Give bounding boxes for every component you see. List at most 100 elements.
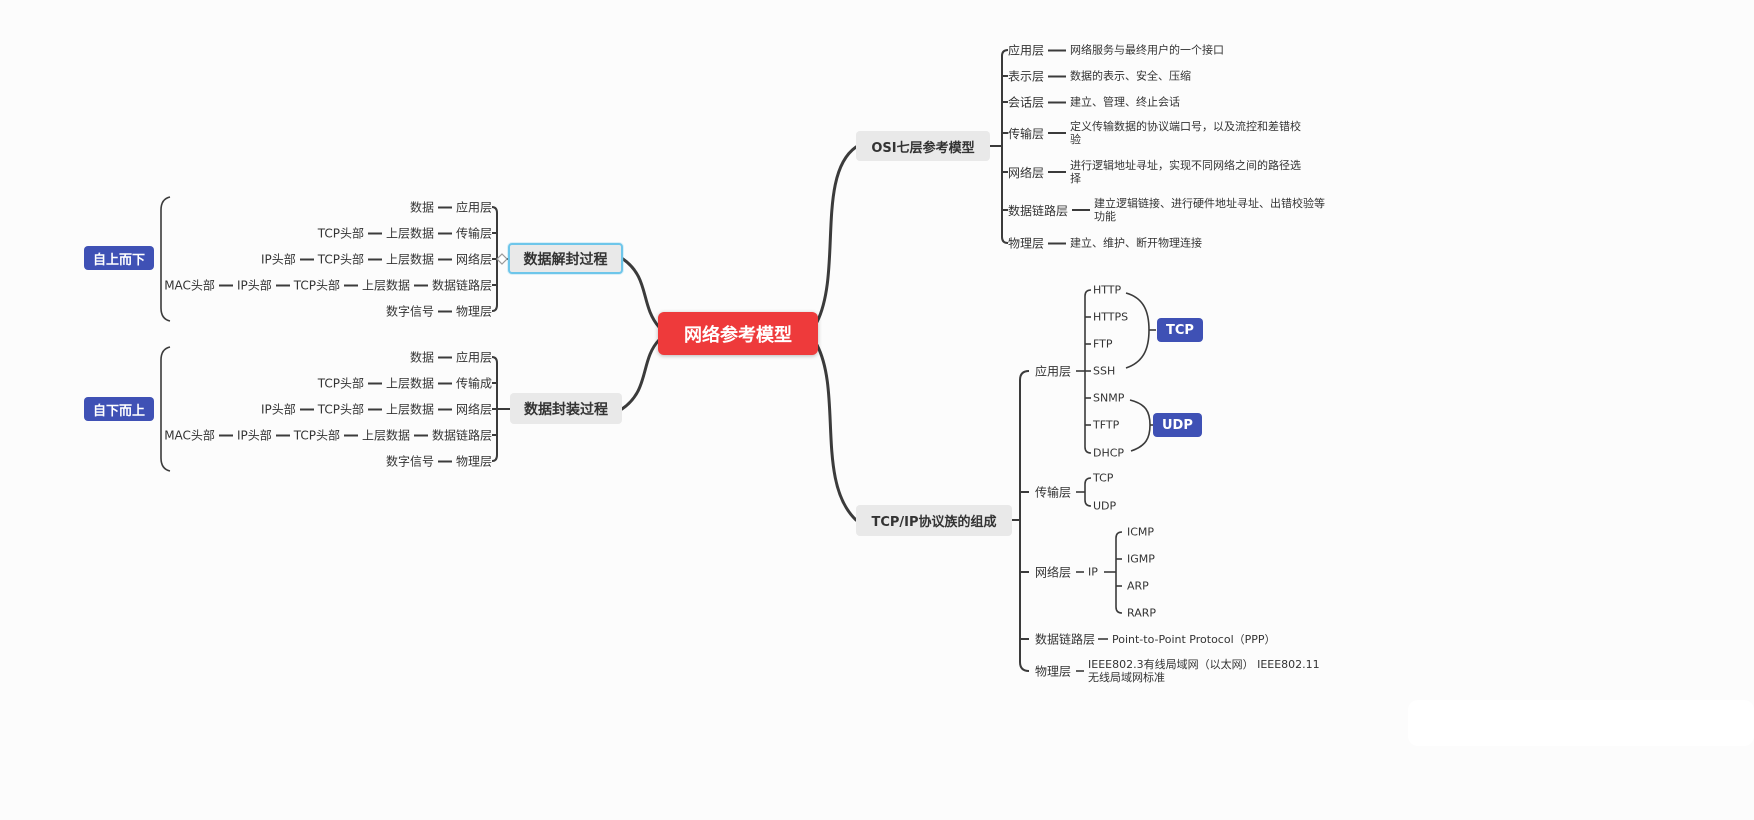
encap-cell[interactable]: 数字信号 [385,454,434,469]
encap-cell[interactable]: TCP头部 [317,402,364,417]
protocol-item[interactable]: DHCP [1093,446,1125,460]
tcpip-app-layer[interactable]: 应用层 [1035,364,1072,379]
udp-badge[interactable]: UDP [1153,413,1202,437]
protocol-item[interactable]: SSH [1093,364,1116,378]
encap-cell[interactable]: IP头部 [260,402,296,417]
connector-line [437,408,452,410]
encap-cell[interactable]: TCP头部 [317,376,364,391]
encap-cell[interactable]: 物理层 [455,454,492,469]
osi-desc[interactable]: 网络服务与最终用户的一个接口 [1070,43,1225,57]
tcpip-datalink-layer[interactable]: 数据链路层 [1035,632,1096,647]
branch-encapsulation[interactable]: 数据封装过程 [510,393,622,424]
encap-cell[interactable]: MAC头部 [164,428,215,443]
osi-desc[interactable]: 数据的表示、安全、压缩 [1070,69,1192,83]
connector-line [275,284,290,286]
decap-cell[interactable]: 上层数据 [385,252,434,267]
osi-bracket [990,49,1009,244]
osi-layer[interactable]: 传输层 [1008,126,1045,141]
decap-cell[interactable]: TCP头部 [317,226,364,241]
decap-direction-badge[interactable]: 自上而下 [84,246,155,270]
protocol-item[interactable]: ICMP [1127,525,1155,539]
osi-row: 应用层 网络服务与最终用户的一个接口 [1008,42,1224,59]
osi-layer[interactable]: 数据链路层 [1008,203,1069,218]
branch-tcpip[interactable]: TCP/IP协议族的组成 [856,505,1012,536]
osi-layer[interactable]: 网络层 [1008,165,1045,180]
decap-row: 数字信号 物理层 [386,303,492,320]
osi-layer[interactable]: 表示层 [1008,69,1045,84]
root-topic[interactable]: 网络参考模型 [658,312,818,355]
encap-cell[interactable]: TCP头部 [293,428,340,443]
decap-cell[interactable]: 传输层 [455,226,492,241]
datalink-desc[interactable]: Point-to-Point Protocol（PPP） [1112,633,1276,646]
protocol-item[interactable]: FTP [1093,337,1113,351]
encap-cell[interactable]: 上层数据 [361,428,410,443]
tcpip-transport-layer[interactable]: 传输层 [1035,485,1072,500]
decap-cell[interactable]: 数据链路层 [431,278,492,293]
tcpip-network-layer[interactable]: 网络层 [1035,565,1072,580]
protocol-item[interactable]: IGMP [1127,552,1155,566]
decap-cell[interactable]: 上层数据 [385,226,434,241]
connector-line [437,356,452,358]
osi-layer[interactable]: 会话层 [1008,95,1045,110]
protocol-item[interactable]: ARP [1127,579,1149,593]
protocol-item[interactable]: RARP [1127,606,1156,620]
connector-line [1072,209,1091,211]
decap-cell[interactable]: 应用层 [455,200,492,215]
protocol-item[interactable]: TCP [1093,471,1114,485]
osi-desc[interactable]: 建立、维护、断开物理连接 [1070,236,1203,250]
physical-desc[interactable]: IEEE802.3有线局域网（以太网） IEEE802.11无线局域网标准 [1088,658,1320,684]
encap-cell[interactable]: 上层数据 [385,402,434,417]
decap-cell[interactable]: TCP头部 [293,278,340,293]
osi-layer[interactable]: 应用层 [1008,43,1045,58]
decap-row: TCP头部 上层数据 传输层 [318,225,492,242]
osi-desc[interactable]: 建立、管理、终止会话 [1070,95,1181,109]
decap-cell[interactable]: 网络层 [455,252,492,267]
encap-cell[interactable]: 传输成 [455,376,492,391]
branch-decapsulation[interactable]: 数据解封过程 [508,243,623,274]
encap-cell[interactable]: 上层数据 [385,376,434,391]
protocol-item[interactable]: UDP [1093,499,1117,513]
decap-row: 数据 应用层 [410,199,492,216]
decap-cell[interactable]: IP头部 [236,278,272,293]
encap-row: MAC头部 IP头部 TCP头部 上层数据 数据链路层 [164,427,492,444]
connector-line [1048,101,1067,103]
connector-line [1048,75,1067,77]
osi-layer[interactable]: 物理层 [1008,236,1045,251]
protocol-item[interactable]: HTTPS [1093,310,1129,324]
decap-cell[interactable]: TCP头部 [317,252,364,267]
osi-desc[interactable]: 进行逻辑地址寻址，实现不同网络之间的路径选择 [1070,159,1302,185]
osi-row: 数据链路层 建立逻辑链接、进行硬件地址寻址、出错校验等功能 [1008,197,1327,223]
protocol-item[interactable]: TFTP [1093,418,1120,432]
osi-row: 传输层 定义传输数据的协议端口号，以及流控和差错校验 [1008,120,1303,146]
encap-direction-badge[interactable]: 自下而上 [84,397,155,421]
protocol-item[interactable]: SNMP [1093,391,1125,405]
decap-wires [491,206,508,312]
connector-line [413,434,428,436]
osi-desc[interactable]: 定义传输数据的协议端口号，以及流控和差错校验 [1070,120,1302,146]
decap-cell[interactable]: 物理层 [455,304,492,319]
encap-cell[interactable]: 数据 [409,350,434,365]
decap-cell[interactable]: 上层数据 [361,278,410,293]
encap-cell[interactable]: 网络层 [455,402,492,417]
decap-row: IP头部 TCP头部 上层数据 网络层 [261,251,492,268]
collapse-handle-icon [496,253,508,265]
decap-cell[interactable]: MAC头部 [164,278,215,293]
encap-cell[interactable]: IP头部 [236,428,272,443]
branch-osi[interactable]: OSI七层参考模型 [856,131,990,161]
decap-cell[interactable]: 数字信号 [385,304,434,319]
ip-node[interactable]: IP [1088,565,1098,579]
connector-line [437,310,452,312]
decap-cell[interactable]: 数据 [409,200,434,215]
osi-row: 表示层 数据的表示、安全、压缩 [1008,68,1191,85]
tcp-badge[interactable]: TCP [1157,318,1203,342]
encap-row: 数据 应用层 [410,349,492,366]
encap-cell[interactable]: 应用层 [455,350,492,365]
decap-cell[interactable]: IP头部 [260,252,296,267]
encap-cell[interactable]: 数据链路层 [431,428,492,443]
tcpip-physical-layer[interactable]: 物理层 [1035,664,1072,679]
tcpip-trunk [1012,370,1030,672]
osi-desc[interactable]: 建立逻辑链接、进行硬件地址寻址、出错校验等功能 [1094,197,1326,223]
connector-line [1048,171,1067,173]
protocol-item[interactable]: HTTP [1093,283,1122,297]
